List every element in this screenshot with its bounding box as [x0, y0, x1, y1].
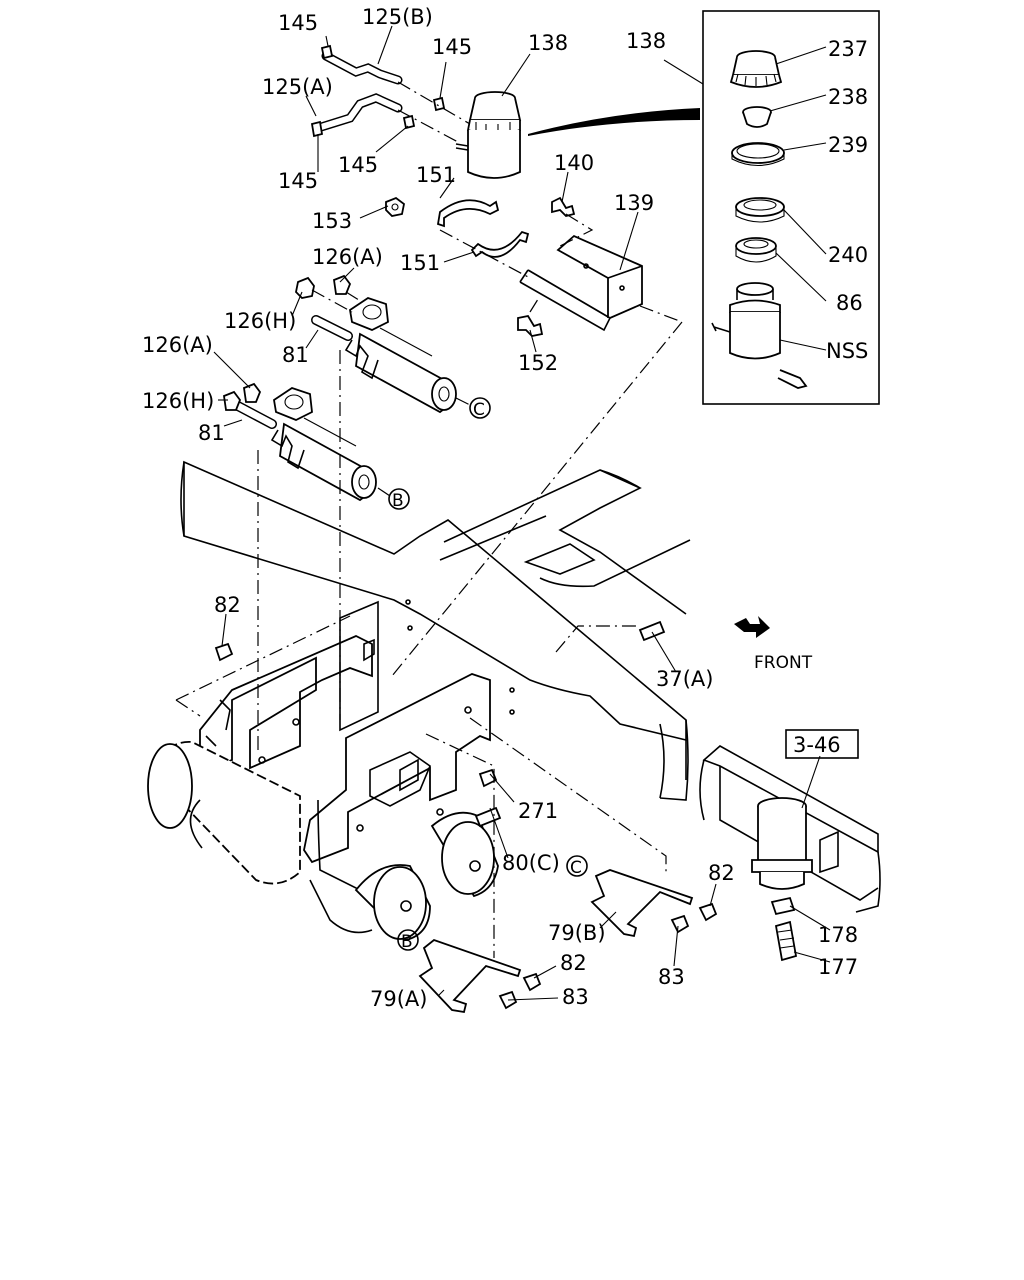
callout-140: 140: [554, 151, 594, 175]
callout-153: 153: [312, 209, 352, 233]
callout-145: 145: [278, 169, 318, 193]
strainer-238: [742, 106, 772, 128]
callout-145: 145: [338, 153, 378, 177]
callout-79b: 79(B): [548, 921, 606, 945]
svg-text:C: C: [570, 858, 582, 878]
callout-237: 237: [828, 37, 868, 61]
svg-text:B: B: [392, 491, 404, 511]
callout-nss: NSS: [826, 339, 868, 363]
callout-139: 139: [614, 191, 654, 215]
leader-lines: [213, 25, 831, 1001]
hoses-and-reservoir: [310, 44, 522, 179]
callout-138: 138: [528, 31, 568, 55]
callout-83: 83: [658, 965, 685, 989]
callout-81: 81: [282, 343, 309, 367]
callout-145: 145: [278, 11, 318, 35]
reference-box-label: 3-46: [793, 733, 841, 757]
gasket-239: [731, 142, 785, 167]
marker-c-lower: C: [566, 855, 588, 878]
bracket-assembly: [385, 196, 643, 337]
callout-125b: 125(B): [362, 5, 433, 29]
marker-b-lower: B: [397, 929, 419, 952]
callout-79a: 79(A): [370, 987, 427, 1011]
callout-37a: 37(A): [656, 667, 713, 691]
reservoir-inset: [702, 10, 880, 405]
inset-pointer: [528, 108, 700, 136]
ring-86: [735, 237, 777, 263]
marker-b-upper: B: [388, 488, 410, 511]
marker-c-upper: C: [469, 397, 491, 420]
filter-assembly: [751, 797, 813, 962]
installed-motors: [147, 741, 499, 941]
svg-text:C: C: [473, 400, 485, 420]
callout-240: 240: [828, 243, 868, 267]
inset-leaders: [769, 46, 827, 351]
callout-83: 83: [562, 985, 589, 1009]
connection-markers: C B C B: [388, 397, 588, 952]
frame-rails: [180, 460, 881, 913]
callout-152: 152: [518, 351, 558, 375]
callout-82: 82: [708, 861, 735, 885]
callout-151: 151: [400, 251, 440, 275]
callout-126h: 126(H): [224, 309, 296, 333]
callout-125a: 125(A): [262, 75, 333, 99]
callout-151: 151: [416, 163, 456, 187]
motor-lower: [223, 382, 391, 502]
callout-126a: 126(A): [312, 245, 383, 269]
callout-126a: 126(A): [142, 333, 213, 357]
callout-177: 177: [818, 955, 858, 979]
reservoir-body-nss: [711, 282, 808, 389]
callout-126h: 126(H): [142, 389, 214, 413]
front-label: FRONT: [754, 653, 813, 673]
callout-81: 81: [198, 421, 225, 445]
lower-brackets: [214, 620, 718, 1014]
callout-271: 271: [518, 799, 558, 823]
cap-237: [729, 50, 783, 88]
inset-leader-138: [663, 59, 704, 85]
element-240: [735, 197, 785, 223]
inset-labels: 237 238 239 240 86 NSS: [826, 37, 868, 363]
callout-138: 138: [626, 29, 666, 53]
front-indicator: FRONT: [734, 616, 813, 673]
callout-145: 145: [432, 35, 472, 59]
reference-box: 3-46: [785, 729, 859, 759]
callout-178: 178: [818, 923, 858, 947]
arrow-front-icon: [734, 616, 770, 638]
callout-82: 82: [560, 951, 587, 975]
callout-239: 239: [828, 133, 868, 157]
assembly-lines: [175, 305, 683, 958]
callout-238: 238: [828, 85, 868, 109]
callout-86: 86: [836, 291, 863, 315]
motor-upper: [295, 274, 473, 414]
callout-80c: 80(C): [502, 851, 560, 875]
callout-82: 82: [214, 593, 241, 617]
callout-labels: 145 125(B) 145 138 138 125(A) 145 145 15…: [142, 5, 858, 1011]
svg-text:B: B: [401, 932, 413, 952]
